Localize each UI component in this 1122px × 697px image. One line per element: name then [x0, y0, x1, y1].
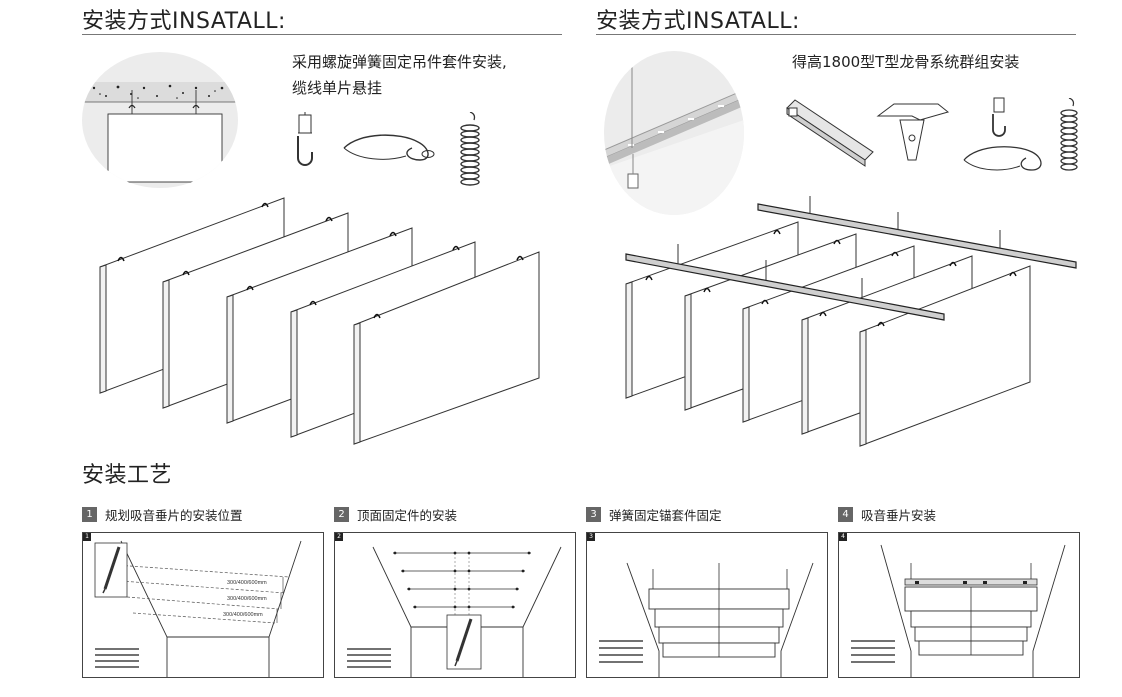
- hook-clip-icon: [290, 112, 320, 174]
- right-caption: 得高1800型T型龙骨系统群组安装: [792, 53, 1020, 71]
- right-baffle-diagram: [622, 196, 1082, 452]
- hook-clip-icon-right: [987, 96, 1011, 146]
- step-3-diagram: 3: [586, 532, 828, 678]
- left-title-rule: [82, 34, 562, 35]
- step-2-badge: 2: [334, 507, 349, 522]
- left-caption: 采用螺旋弹簧固定吊件套件安装, 缆线单片悬挂: [292, 49, 507, 101]
- left-detail-circle: [80, 50, 240, 190]
- step-2-text: 顶面固定件的安装: [357, 508, 458, 523]
- process-section-title: 安装工艺: [82, 463, 173, 488]
- drill-icon: [454, 618, 473, 667]
- step-1-dim-1: 300/400/600mm: [227, 580, 267, 586]
- right-title-rule: [596, 34, 1076, 35]
- step-1-dim-3: 300/400/600mm: [223, 612, 263, 618]
- left-baffle-diagram: [96, 192, 546, 448]
- steel-cable-icon-right: [960, 140, 1050, 176]
- step-3-text: 弹簧固定锚套件固定: [609, 508, 722, 523]
- step-1-text: 规划吸音垂片的安装位置: [105, 508, 243, 523]
- left-section-title: 安装方式INSATALL:: [82, 9, 286, 34]
- step-1-material-strips: [95, 648, 139, 668]
- step-3-corner-number: 3: [587, 533, 595, 541]
- right-section-title: 安装方式INSATALL:: [596, 9, 800, 34]
- steel-cable-icon: [340, 130, 440, 166]
- step-2-material-strips: [347, 648, 391, 668]
- t-bar-rail-icon: [783, 96, 877, 170]
- pencil-icon: [102, 546, 121, 594]
- step-1-dim-2: 300/400/600mm: [227, 596, 267, 602]
- left-caption-line-1: 采用螺旋弹簧固定吊件套件安装,: [292, 53, 507, 71]
- left-caption-line-2: 缆线单片悬挂: [292, 79, 383, 97]
- step-4-material-strips: [851, 640, 895, 663]
- step-2-diagram: 2: [334, 532, 576, 678]
- step-4-badge: 4: [838, 507, 853, 522]
- step-2-label: 2 顶面固定件的安装: [334, 505, 457, 524]
- t-bar-clip-icon: [872, 98, 952, 170]
- step-4-label: 4 吸音垂片安装: [838, 505, 936, 524]
- step-4-text: 吸音垂片安装: [861, 508, 937, 523]
- step-3-material-strips: [599, 640, 643, 663]
- step-1-badge: 1: [82, 507, 97, 522]
- step-1-diagram: 1 300/400/600mm 300/400/600mm 300/400/60…: [82, 532, 324, 678]
- step-1-corner-number: 1: [83, 533, 91, 541]
- step-3-label: 3 弹簧固定锚套件固定: [586, 505, 722, 524]
- step-4-diagram: 4: [838, 532, 1080, 678]
- spring-coil-icon: [458, 112, 482, 192]
- right-detail-circle: [604, 50, 744, 216]
- step-3-badge: 3: [586, 507, 601, 522]
- step-4-corner-number: 4: [839, 533, 847, 541]
- step-1-label: 1 规划吸音垂片的安装位置: [82, 505, 243, 524]
- spring-coil-icon-right: [1058, 98, 1080, 174]
- step-2-corner-number: 2: [335, 533, 343, 541]
